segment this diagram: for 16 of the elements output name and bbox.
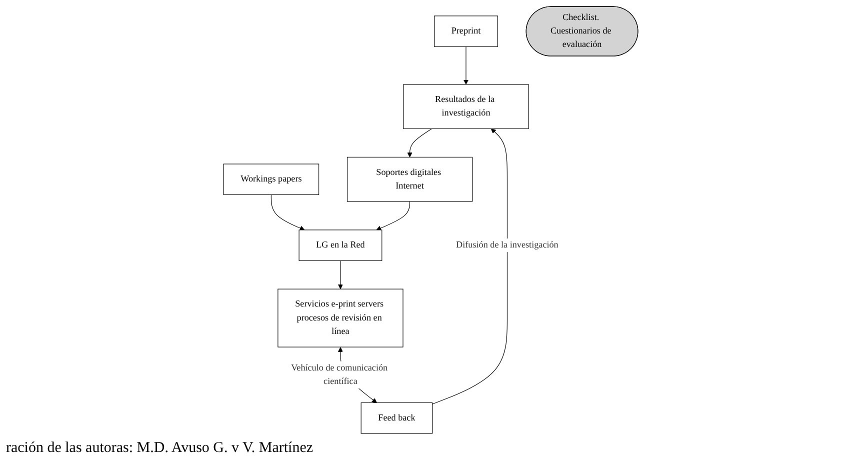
node-box: Feed back xyxy=(360,402,432,434)
node-box: Soportes digitales Internet xyxy=(346,156,472,202)
arrow xyxy=(432,128,508,404)
arrow xyxy=(376,201,410,230)
node-box: Preprint xyxy=(434,16,498,47)
caption: ración de las autoras: M.D. Avuso G. v V. Martínez xyxy=(5,440,314,457)
arrow xyxy=(270,194,304,230)
node-box: Workings papers xyxy=(223,164,319,195)
arrow xyxy=(407,128,432,158)
arrow xyxy=(338,260,343,290)
node-box: Resultados de la investigación xyxy=(402,84,529,130)
node-box: Servicios e-print servers procesos de revisión en línea xyxy=(277,288,404,348)
edge-label: Difusión de la investigación xyxy=(456,240,558,250)
edge-label: Vehículo de comunicación científica xyxy=(290,362,388,386)
node-box: LG en la Red xyxy=(298,230,382,261)
arrow xyxy=(463,46,468,85)
